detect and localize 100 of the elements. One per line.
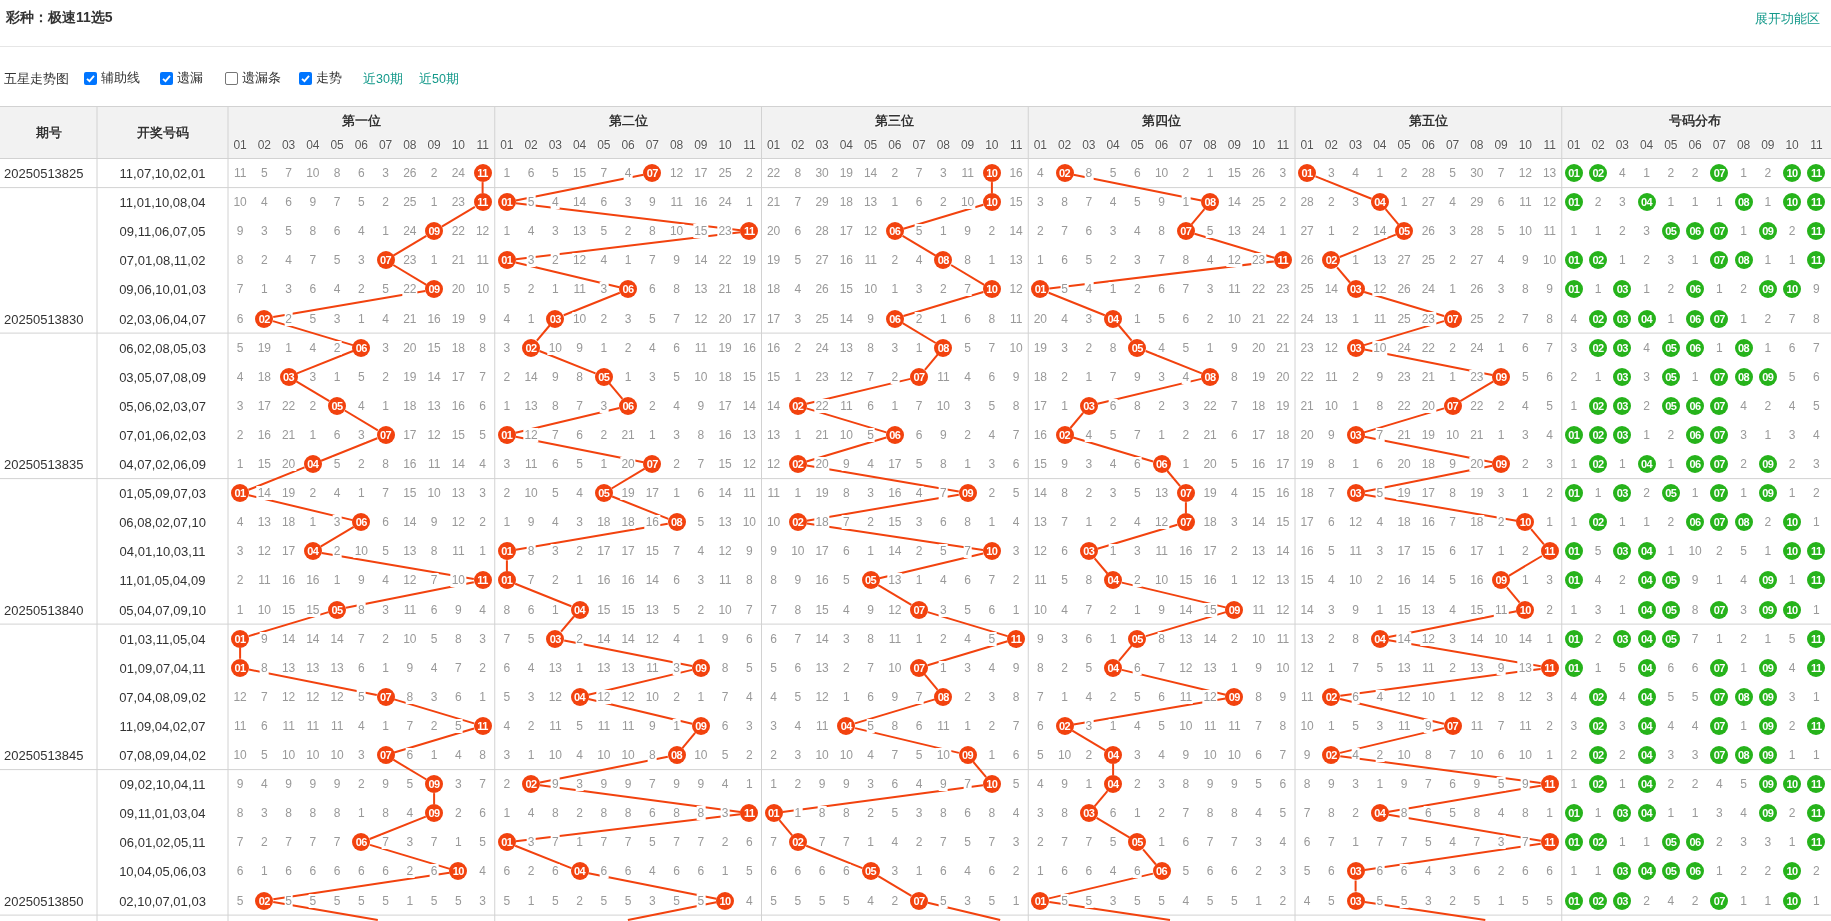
trend-line — [901, 322, 937, 344]
number-ball: 09 — [1758, 367, 1777, 386]
miss-count: 2 — [478, 660, 487, 675]
miss-count: 17 — [741, 311, 758, 326]
miss-count: 20 — [717, 311, 733, 326]
miss-count: 1 — [1327, 660, 1336, 675]
trend-line — [1336, 266, 1351, 284]
number-ball: 06 — [1686, 396, 1705, 415]
miss-count: 21 — [1469, 427, 1485, 442]
miss-count: 15 — [765, 369, 782, 384]
miss-count: 2 — [1642, 893, 1651, 908]
miss-count: 2 — [1545, 602, 1554, 617]
number-ball: 02 — [788, 513, 807, 532]
miss-count: 8 — [405, 689, 415, 704]
miss-count: 8 — [866, 631, 875, 646]
number-ball: 09 — [425, 280, 444, 299]
trend-line — [1190, 208, 1206, 226]
miss-count: 8 — [1230, 369, 1239, 384]
miss-count: 19 — [1420, 427, 1437, 442]
miss-count: 4 — [793, 718, 803, 733]
miss-count: 2 — [1739, 631, 1748, 646]
column-number: 09 — [1494, 139, 1508, 151]
miss-count: 5 — [623, 893, 633, 908]
miss-count: 19 — [1396, 486, 1412, 501]
link: 近50期 — [419, 71, 459, 88]
miss-count: 4 — [1060, 602, 1069, 617]
miss-count: 2 — [1545, 718, 1554, 733]
number-ball: 08 — [1734, 687, 1753, 706]
number-ball: 04 — [1370, 193, 1389, 212]
trend-line — [805, 493, 960, 522]
miss-count: 4 — [987, 427, 997, 442]
miss-count: 11 — [232, 718, 248, 733]
miss-count: 18 — [450, 340, 467, 355]
number-ball: 01 — [1564, 251, 1583, 270]
miss-count: 8 — [502, 602, 512, 617]
miss-count: 5 — [1327, 893, 1336, 908]
miss-count: 13 — [1323, 311, 1340, 326]
miss-count: 6 — [1812, 369, 1821, 384]
miss-count: 14 — [329, 631, 345, 646]
miss-count: 22 — [1275, 311, 1291, 326]
number-ball: 07 — [1176, 222, 1195, 241]
miss-count: 15 — [305, 602, 321, 617]
miss-count: 12 — [523, 427, 539, 442]
miss-count: 1 — [672, 718, 681, 733]
miss-count: 23 — [1299, 340, 1315, 355]
miss-count: 10 — [547, 340, 564, 355]
miss-count: 6 — [526, 602, 536, 617]
number-ball: 10 — [716, 891, 735, 910]
miss-count: 1 — [1763, 893, 1773, 908]
miss-count: 11 — [645, 660, 660, 675]
miss-count: 10 — [935, 398, 952, 413]
miss-count: 2 — [1230, 631, 1239, 646]
miss-count: 3 — [1448, 631, 1457, 646]
trend-line — [1093, 557, 1109, 575]
miss-count: 16 — [717, 427, 733, 442]
miss-count: 5 — [672, 602, 681, 617]
miss-count: 1 — [648, 427, 657, 442]
miss-count: 4 — [1739, 398, 1748, 413]
number-ball: 05 — [594, 367, 613, 386]
column-number: 02 — [524, 139, 538, 151]
miss-count: 3 — [478, 631, 487, 646]
trend-line — [514, 407, 621, 434]
miss-count: 9 — [720, 631, 730, 646]
number-ball: 11 — [1807, 833, 1826, 852]
trend-line — [505, 559, 508, 573]
column-number: 03 — [1348, 139, 1363, 151]
number-ball: 05 — [1128, 833, 1147, 852]
trend-line — [239, 646, 242, 660]
trend-line — [1166, 470, 1182, 488]
miss-count: 5 — [429, 631, 439, 646]
trend-line — [1387, 813, 1542, 842]
miss-count: 14 — [814, 631, 830, 646]
trend-line — [272, 290, 427, 318]
miss-count: 3 — [963, 398, 972, 413]
miss-count: 10 — [1299, 718, 1315, 733]
miss-count: 11 — [620, 718, 636, 733]
number-ball: 04 — [1637, 542, 1656, 561]
miss-count: 14 — [1396, 631, 1412, 646]
number-ball: 01 — [1564, 629, 1583, 648]
number-ball: 01 — [231, 629, 250, 648]
miss-count: 7 — [1036, 689, 1045, 704]
number-ball: 08 — [1734, 251, 1753, 270]
number-ball: 06 — [1686, 280, 1705, 299]
miss-count: 2 — [599, 427, 609, 442]
column-number: 03 — [281, 139, 296, 151]
miss-count: 2 — [963, 689, 972, 704]
miss-count: 1 — [1011, 602, 1021, 617]
miss-count: 13 — [1420, 602, 1437, 617]
number-ball: 07 — [1710, 164, 1729, 183]
number-ball: 10 — [1783, 542, 1802, 561]
number-ball: 10 — [449, 862, 468, 881]
column-number: 11 — [743, 139, 756, 151]
draw-numbers: 02,10,07,01,03 — [119, 894, 206, 908]
number-ball: 04 — [1637, 658, 1656, 677]
miss-count: 4 — [502, 718, 512, 733]
miss-count: 21 — [1275, 340, 1291, 355]
trend-line — [1071, 729, 1107, 752]
trend-line — [1072, 697, 1227, 726]
miss-count: 6 — [599, 864, 609, 879]
number-ball: 06 — [1686, 513, 1705, 532]
